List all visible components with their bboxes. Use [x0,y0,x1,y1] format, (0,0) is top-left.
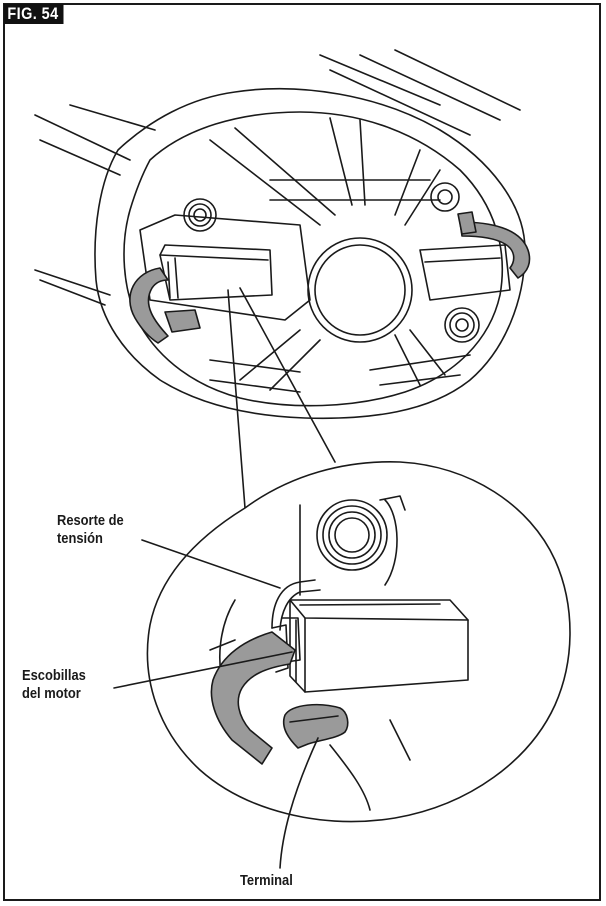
zoom-pointer [227,287,336,509]
callout-brushes: Escobillas del motor [22,667,86,703]
callout-spring: Resorte de tensión [57,512,124,548]
figure-label: FIG. 54 [4,4,64,24]
callout-terminal-text: Terminal [240,872,293,889]
leader-terminal [279,737,319,869]
callout-spring-line2: tensión [57,530,103,547]
callout-brushes-line2: del motor [22,685,81,702]
leader-spring [141,539,281,589]
detail-magnifier [146,461,571,823]
callout-terminal: Terminal [240,872,293,890]
callout-spring-line1: Resorte de [57,512,124,529]
callout-brushes-line1: Escobillas [22,667,86,684]
leader-brushes [113,651,293,689]
motor-housing [34,49,531,420]
